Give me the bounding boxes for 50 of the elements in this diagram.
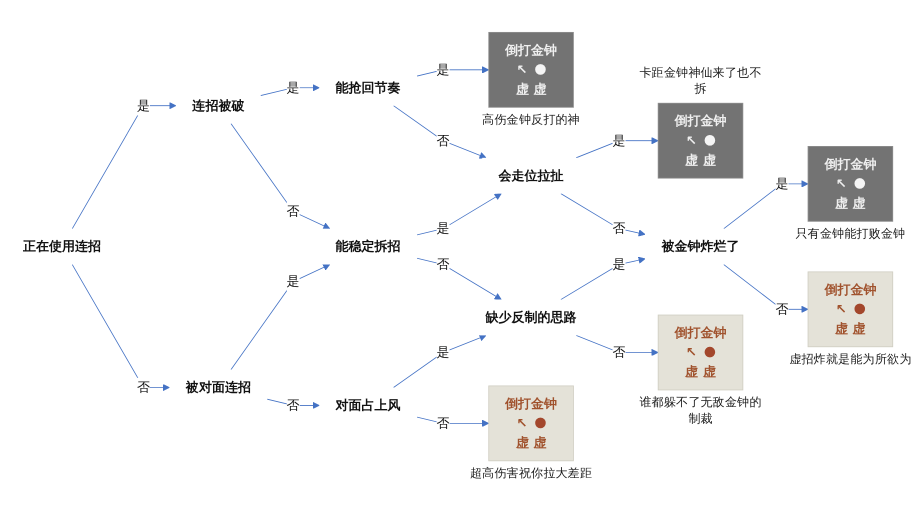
node-box: 倒打金钟 ↖ 虚 虚	[658, 102, 744, 179]
edge-label: 否	[136, 379, 150, 395]
arrow	[393, 105, 486, 159]
arrow	[723, 264, 808, 313]
edge-label: 是	[612, 132, 626, 148]
edge-label: 否	[775, 301, 788, 317]
edge-label: 是	[775, 176, 788, 192]
edge-label: 是	[286, 273, 300, 289]
edge-label: 是	[436, 62, 450, 78]
node-text: 对面占上风	[336, 397, 401, 413]
node-box: 倒打金钟 ↖ 虚 虚	[658, 314, 744, 390]
arrow	[230, 123, 330, 230]
node-text: 连招被破	[192, 98, 244, 114]
edge-label: 是	[286, 80, 300, 96]
edge-label: 是	[612, 256, 626, 272]
caption-text: 高伤金钟反打的神	[481, 112, 581, 128]
edge-label: 否	[286, 203, 300, 219]
caption-text: 只有金钟能打败金钟	[794, 226, 906, 242]
edge-label: 是	[436, 344, 450, 360]
arrow	[576, 334, 658, 356]
edge-label: 是	[436, 220, 450, 236]
node-text: 能抢回节奏	[336, 80, 401, 96]
edge-label: 否	[286, 397, 300, 413]
node-box: 倒打金钟 ↖ 虚 虚	[488, 385, 574, 462]
arrow	[560, 193, 646, 237]
arrow	[72, 102, 176, 230]
arrow	[416, 416, 490, 427]
arrow	[393, 334, 486, 388]
edge-label: 是	[136, 98, 150, 114]
edge-label: 否	[436, 256, 450, 272]
node-box: 倒打金钟 ↖ 虚 虚	[488, 32, 574, 108]
caption-text: 虚招炸就是能为所欲为	[789, 352, 912, 368]
edge-label: 否	[612, 220, 626, 236]
arrow	[560, 256, 646, 300]
edge-label: 否	[612, 344, 626, 360]
caption-text: 超高伤害祝你拉大差距	[470, 466, 592, 482]
caption-text: 谁都躲不了无敌金钟的制裁	[639, 394, 762, 427]
caption-text: 卡距金钟神仙来了也不拆	[639, 64, 762, 97]
node-box: 倒打金钟 ↖ 虚 虚	[808, 146, 894, 222]
arrow	[230, 264, 330, 370]
arrow	[72, 264, 170, 392]
edge-label: 否	[436, 132, 450, 148]
node-text: 正在使用连招	[22, 238, 102, 254]
arrow	[416, 193, 502, 236]
node-text: 能稳定拆招	[336, 238, 401, 254]
node-box: 倒打金钟 ↖ 虚 虚	[808, 271, 894, 348]
arrow	[416, 258, 502, 300]
node-text: 缺少反制的思路	[485, 309, 577, 325]
node-text: 会走位拉扯	[498, 168, 564, 184]
edge-label: 否	[436, 415, 450, 431]
